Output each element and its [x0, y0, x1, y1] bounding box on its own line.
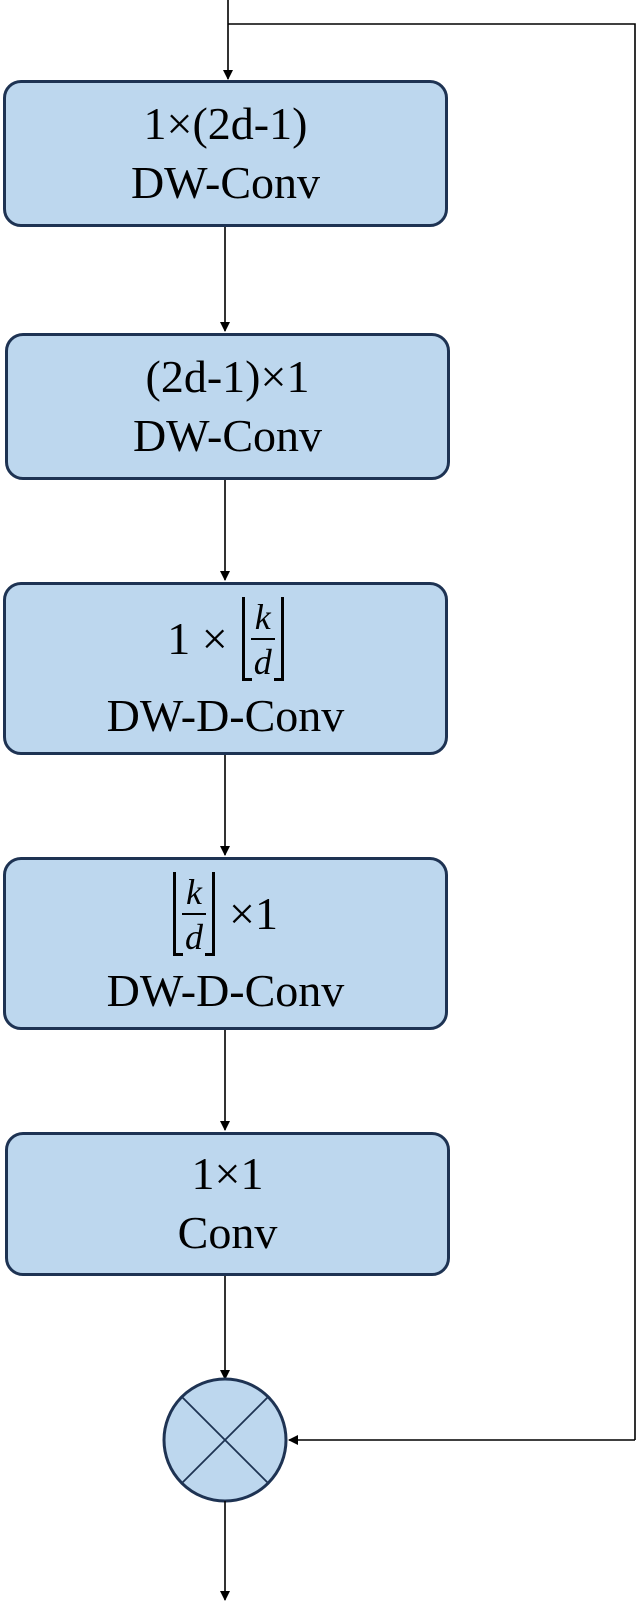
fraction-numerator: k	[182, 874, 207, 915]
block-kdx1-dw-d-conv: k d ×1 DW-D-Conv	[3, 857, 448, 1030]
floor-brackets-icon: k d	[241, 595, 284, 683]
block-kernel-label: 1×(2d-1)	[143, 97, 308, 149]
multiply-circle-icon	[162, 1377, 288, 1503]
fraction-numerator: k	[250, 599, 275, 640]
block-op-label: Conv	[177, 1207, 278, 1258]
formula-prefix: 1 ×	[167, 612, 228, 664]
block-kernel-label: 1×1	[191, 1148, 264, 1200]
block-op-label: DW-Conv	[130, 156, 321, 208]
skip-connection-line	[228, 23, 636, 1440]
fraction-denominator: d	[185, 916, 204, 957]
block-1xkd-dw-d-conv: 1 × k d DW-D-Conv	[3, 582, 448, 755]
floor-brackets-icon: k d	[173, 870, 216, 958]
block-1x1-conv: 1×1 Conv	[5, 1132, 450, 1276]
formula-suffix: ×1	[229, 887, 278, 939]
block-op-label: DW-Conv	[132, 409, 323, 461]
block-kernel-label: (2d-1)×1	[145, 350, 310, 402]
block-kernel-formula: 1 × k d	[167, 591, 284, 687]
fraction: k d	[182, 874, 207, 957]
fraction-denominator: d	[253, 641, 272, 682]
block-2dx1-dw-conv: (2d-1)×1 DW-Conv	[5, 333, 450, 480]
block-kernel-formula: k d ×1	[173, 866, 278, 962]
block-1x2d-dw-conv: 1×(2d-1) DW-Conv	[3, 80, 448, 227]
fraction: k d	[250, 599, 275, 682]
block-op-label: DW-D-Conv	[106, 690, 345, 742]
block-op-label: DW-D-Conv	[106, 965, 345, 1017]
